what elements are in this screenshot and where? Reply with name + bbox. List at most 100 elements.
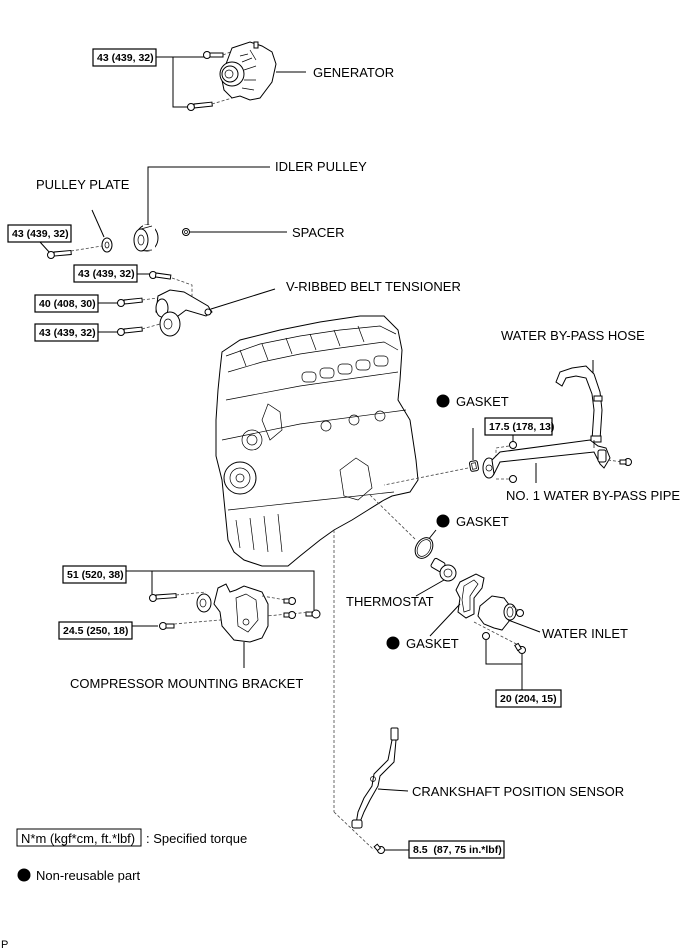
dash-line [175,591,207,596]
label-compressor-mounting-bracket: COMPRESSOR MOUNTING BRACKET [70,676,303,691]
label-water-bypass-hose: WATER BY-PASS HOSE [501,328,645,343]
label-gasket-water-inlet: GASKET [406,636,459,651]
leader-pulley-plate [91,209,105,238]
water-bypass-hose [555,365,603,443]
torque-tensioner-middle: 40 (408, 30) [39,298,96,310]
torque-box-crankshaft-sensor [408,840,505,859]
torque-box-compressor-bracket-bolts [62,565,127,584]
dash-line [171,277,193,296]
pulley-plate [101,237,113,253]
label-crankshaft-position-sensor: CRANKSHAFT POSITION SENSOR [412,784,624,799]
legend: N*m (kgf*cm, ft.*lbf) : Specified torque… [16,828,247,883]
tensioner-bolt-lower [117,326,143,336]
compressor-bracket-bolt-right [305,609,321,619]
dash-line [333,811,375,851]
torque-box-compressor-bracket-small [58,621,133,640]
label-pulley-plate: PULLEY PLATE [36,177,130,192]
leader-gasket-water-inlet [429,603,461,637]
leader-thermostat [415,579,445,597]
leader-water-inlet [507,619,541,633]
leader-compressor-bracket-torque [126,570,315,610]
torque-bypass-pipe: 17.5 (178, 13) [489,421,554,433]
leader-pulley-plate-torque [39,241,51,254]
non-reusable-dot [386,636,400,650]
bypass-nut-upper [509,441,517,449]
dash-line [511,605,519,611]
dash-line [369,494,417,541]
legend-torque-description: : Specified torque [146,831,247,846]
torque-water-inlet: 20 (204, 15) [500,693,557,705]
leader-idler-pulley [147,166,270,225]
non-reusable-dot [436,514,450,528]
torque-tensioner-lower: 43 (439, 32) [39,327,96,339]
legend-torque-unit: N*m (kgf*cm, ft.*lbf) [21,831,135,846]
crankshaft-position-sensor [351,727,399,829]
thermostat [430,557,457,582]
dash-line [211,97,233,105]
label-water-inlet: WATER INLET [542,626,628,641]
compressor-bracket-group: 51 (520, 38) 24.5 (250, 18) [58,565,321,691]
label-idler-pulley: IDLER PULLEY [275,159,367,174]
compressor-mounting-bracket [196,583,269,643]
water-inlet-nut-left [482,632,490,640]
leader-tensioner [210,288,276,310]
bypass-pipe-bolt [619,458,632,466]
tensioner-bolt-upper [149,271,172,280]
water-inlet [477,595,517,631]
idler-pulley [133,224,159,252]
compressor-bracket-bolt-a [283,597,296,605]
non-reusable-dot [436,394,450,408]
label-gasket-thermostat: GASKET [456,514,509,529]
pulley-plate-bolt [47,249,72,259]
generator-bolt-bottom [187,101,213,111]
torque-crankshaft-sensor: 8.5 (87, 75 in.*lbf) [413,844,502,856]
torque-tensioner-upper: 43 (439, 32) [78,268,135,280]
torque-generator: 43 (439, 32) [97,52,154,64]
gasket-water-inlet [455,573,485,619]
tensioner-group: 43 (439, 32) 40 (408, 30) 43 (439, 32) [34,264,461,342]
crankshaft-sensor-group: CRANKSHAFT POSITION SENSOR 8.5 (87, 75 i… [351,727,624,859]
crankshaft-sensor-bolt [373,843,385,854]
label-spacer: SPACER [292,225,345,240]
compressor-bracket-bolt-left [149,593,177,602]
water-inlet-nut-right [516,609,524,617]
legend-torque-box [16,828,142,847]
bypass-nut-lower [509,475,517,483]
label-no1-water-bypass-pipe: NO. 1 WATER BY-PASS PIPE [506,488,680,503]
tensioner-bolt-middle [117,297,143,307]
engine-block [215,315,419,567]
torque-pulley-plate: 43 (439, 32) [12,228,69,240]
dash-line [473,621,525,649]
generator-body [219,41,277,101]
compressor-bracket-bolt-small [159,622,175,630]
gasket-bypass [469,460,479,472]
label-generator: GENERATOR [313,65,394,80]
dash-line [261,595,287,601]
legend-non-reusable: Non-reusable part [36,868,140,883]
label-gasket-bypass: GASKET [456,394,509,409]
corner-mark: P [1,939,8,951]
v-ribbed-belt-tensioner [155,289,213,337]
torque-box-water-inlet [495,689,562,708]
torque-compressor-bracket-small: 24.5 (250, 18) [63,625,128,637]
dash-line [383,467,469,486]
spacer [182,228,190,236]
generator-bolt-top [203,51,224,59]
dash-line [70,245,103,252]
dash-line [141,323,161,330]
dash-line [141,297,159,301]
bypass-group: WATER BY-PASS HOSE GASKET 17.5 (178, 13) [383,328,680,503]
no1-water-bypass-pipe [482,439,611,479]
leader-crankshaft-sensor [377,788,409,792]
thermostat-group: GASKET THERMOSTAT GASKET [346,494,628,708]
idler-group: IDLER PULLEY PULLEY PLATE 43 (439, 32) [7,159,367,259]
leader-water-inlet-torque [485,640,523,665]
water-inlet-bolt [514,642,526,654]
gasket-thermostat [414,537,434,559]
leader-generator-torque [156,56,188,108]
compressor-bracket-bolt-b [283,611,296,619]
torque-box-bypass-pipe [484,417,553,436]
torque-compressor-bracket-bolts: 51 (520, 38) [67,569,124,581]
torque-box-pulley-plate [7,224,72,243]
